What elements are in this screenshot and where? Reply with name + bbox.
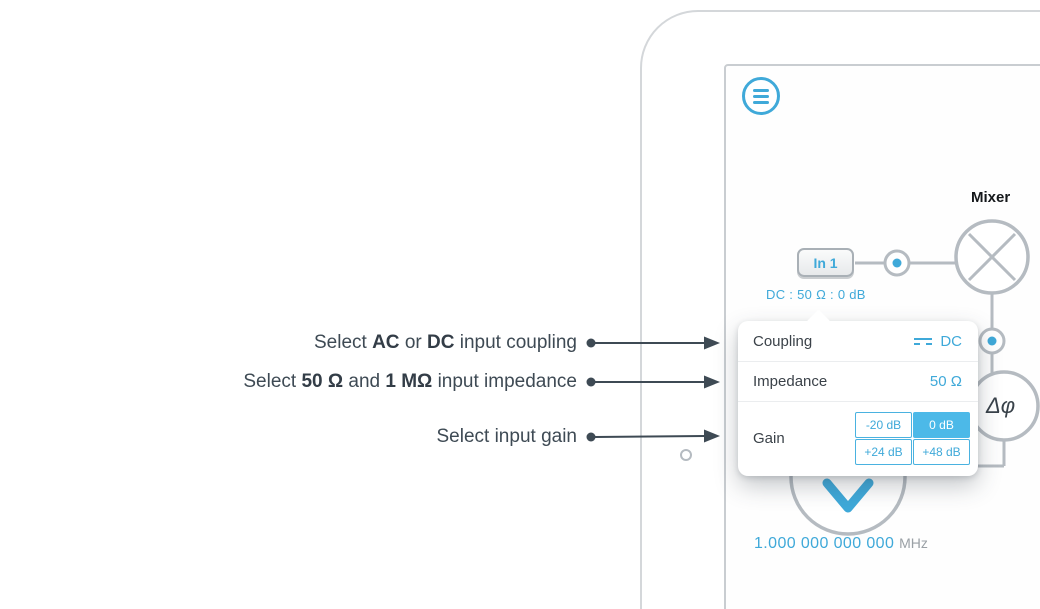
coupling-label: Coupling — [753, 332, 813, 350]
input-1-button[interactable]: In 1 — [797, 248, 854, 277]
menu-bar — [753, 100, 769, 104]
annotation-bold: 1 MΩ — [385, 371, 433, 392]
frequency-value: 1.000 000 000 000 — [754, 535, 895, 552]
frequency-display[interactable]: 1.000 000 000 000 MHz — [754, 535, 928, 553]
annotation-impedance: Select 50 Ω and 1 MΩ input impedance — [243, 372, 577, 392]
menu-icon[interactable] — [742, 77, 780, 115]
gain-option-minus20[interactable]: -20 dB — [855, 412, 912, 438]
impedance-label: Impedance — [753, 373, 828, 390]
gain-label: Gain — [753, 430, 785, 447]
annotation-text: and — [348, 371, 381, 392]
input-status-text: DC : 50 Ω : 0 dB — [766, 287, 866, 302]
coupling-value: DC — [940, 332, 962, 350]
input-settings-popover: Coupling DC Impedance 50 Ω Gain -20 dB 0… — [738, 309, 978, 476]
annotation-text: input coupling — [459, 332, 577, 353]
annotation-coupling: Select AC or DC input coupling — [314, 333, 577, 353]
annotation-text: Select — [313, 332, 367, 353]
dc-coupling-icon — [914, 337, 933, 345]
mixer-label: Mixer — [971, 189, 1011, 206]
menu-bar — [753, 94, 769, 98]
coupling-row: Coupling DC — [738, 321, 978, 362]
annotation-bold: AC — [372, 332, 400, 353]
gain-option-0[interactable]: 0 dB — [913, 412, 970, 438]
frequency-unit: MHz — [899, 535, 928, 551]
gain-options: -20 dB 0 dB +24 dB +48 dB — [855, 412, 970, 465]
annotation-text: or — [404, 332, 422, 353]
annotation-text: Select — [243, 371, 297, 392]
annotation-gain: Select input gain — [437, 427, 578, 447]
menu-bar — [753, 88, 769, 92]
annotation-text: input impedance — [437, 371, 577, 392]
gain-option-plus24[interactable]: +24 dB — [855, 439, 912, 465]
impedance-value-control[interactable]: 50 Ω — [930, 373, 962, 390]
coupling-value-control[interactable]: DC — [914, 333, 962, 350]
annotation-bold: 50 Ω — [301, 371, 344, 392]
gain-row: Gain -20 dB 0 dB +24 dB +48 dB — [738, 402, 978, 475]
impedance-row: Impedance 50 Ω — [738, 362, 978, 402]
impedance-value: 50 Ω — [929, 373, 962, 390]
phase-symbol: Δφ — [986, 393, 1016, 418]
gain-option-plus48[interactable]: +48 dB — [913, 439, 970, 465]
annotation-bold: DC — [427, 332, 455, 353]
annotation-text: Select input gain — [436, 426, 578, 447]
